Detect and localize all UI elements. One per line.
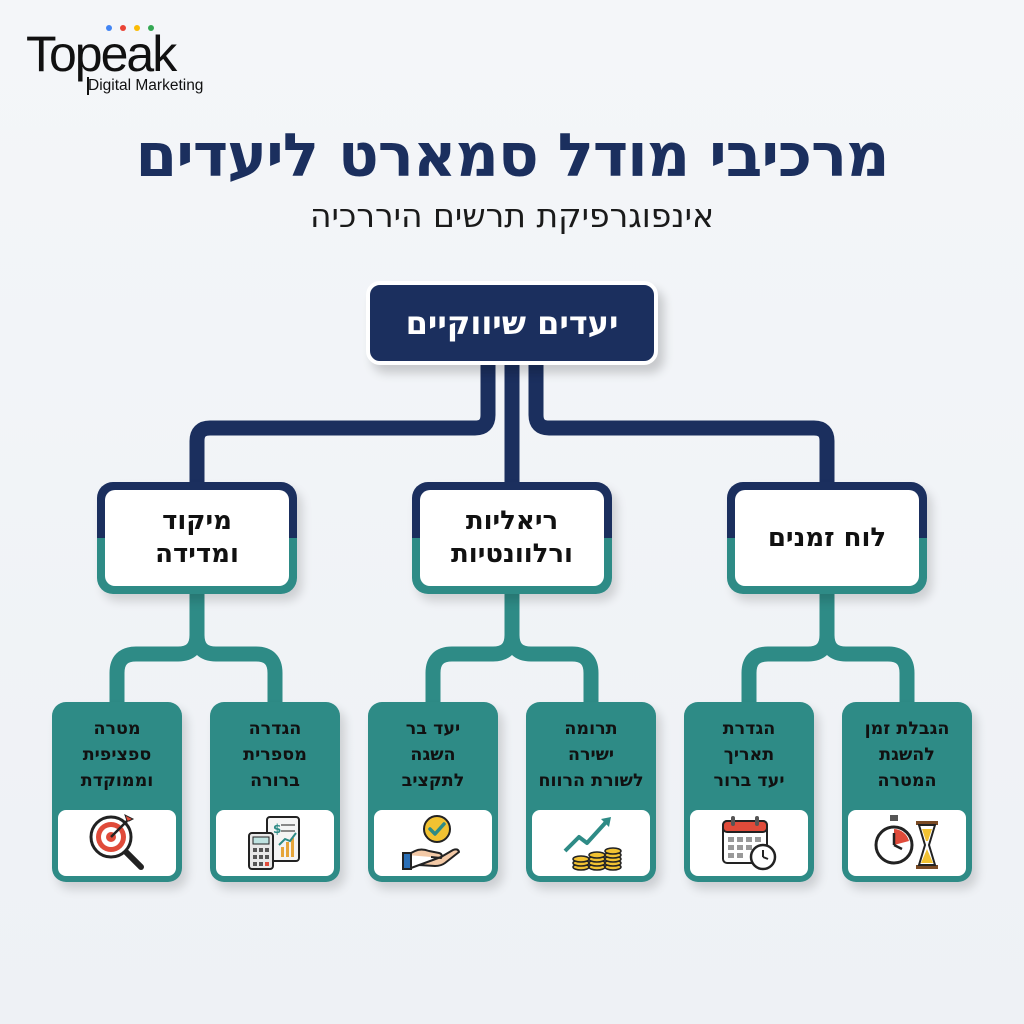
- root-node: יעדים שיווקיים: [366, 281, 658, 365]
- leaf-label: מטרה ספציפית וממוקדת: [80, 719, 154, 791]
- logo-dot-blue: [106, 25, 112, 31]
- leaf-target-date: הגדרת תאריך יעד ברור: [684, 702, 814, 882]
- logo-dot-red: [120, 25, 126, 31]
- leaf-label: תרומה ישירה לשורת הרווח: [538, 719, 644, 791]
- coins-growth-icon: [563, 817, 622, 871]
- calendar-clock-icon: [722, 816, 777, 871]
- category-label: מיקוד ומדידה: [155, 506, 239, 569]
- root-connectors: [189, 357, 835, 498]
- leaf-connectors: [109, 584, 915, 710]
- logo-word: Topeak: [26, 26, 177, 82]
- stopwatch-hourglass-icon: [874, 815, 938, 869]
- leaf-profit-contribution: תרומה ישירה לשורת הרווח: [526, 702, 656, 882]
- leaf-numeric-definition: הגדרה מספרית ברורה $: [210, 702, 340, 882]
- category-realism-relevance: ריאליות ורלוונטיות: [412, 482, 612, 594]
- logo-dot-yellow: [134, 25, 140, 31]
- connector-left-group: [109, 584, 283, 710]
- leaf-specific-goal: מטרה ספציפית וממוקדת: [52, 702, 182, 882]
- page-subtitle: אינפוגרפיקת תרשים היררכיה: [309, 196, 715, 235]
- leaf-label: הגדרה מספרית ברורה: [243, 719, 307, 791]
- logo: Topeak Digital Marketing: [26, 22, 206, 102]
- connector-root-left: [189, 357, 496, 498]
- calculator-report-icon: $: [248, 816, 300, 870]
- category-label: ריאליות ורלוונטיות: [451, 506, 573, 569]
- leaf-achievable-budget: יעד בר השגה לתקציב: [368, 702, 498, 882]
- root-node-label: יעדים שיווקיים: [405, 304, 619, 342]
- category-focus-measurement: מיקוד ומדידה: [97, 482, 297, 594]
- page-title: מרכיבי מודל סמארט ליעדים: [135, 121, 889, 191]
- connector-right-group: [741, 584, 915, 710]
- logo-divider: [87, 77, 89, 95]
- category-timeline: לוח זמנים: [727, 482, 927, 594]
- connector-root-right: [528, 357, 835, 498]
- logo-tagline: Digital Marketing: [88, 77, 204, 94]
- target-magnifier-icon: [89, 814, 144, 870]
- logo-dot-green: [148, 25, 154, 31]
- connector-center-group: [425, 584, 599, 710]
- leaf-time-limit: הגבלת זמן להשגת המטרה: [842, 702, 972, 882]
- leaf-label: הגבלת זמן להשגת המטרה: [864, 719, 950, 791]
- category-label: לוח זמנים: [767, 522, 887, 553]
- logo-dots: [106, 25, 154, 31]
- svg-text:$: $: [273, 822, 281, 836]
- hand-checkmark-icon: [402, 815, 460, 870]
- leaf-label: הגדרת תאריך יעד ברור: [713, 719, 785, 791]
- leaf-label: יעד בר השגה לתקציב: [401, 719, 465, 791]
